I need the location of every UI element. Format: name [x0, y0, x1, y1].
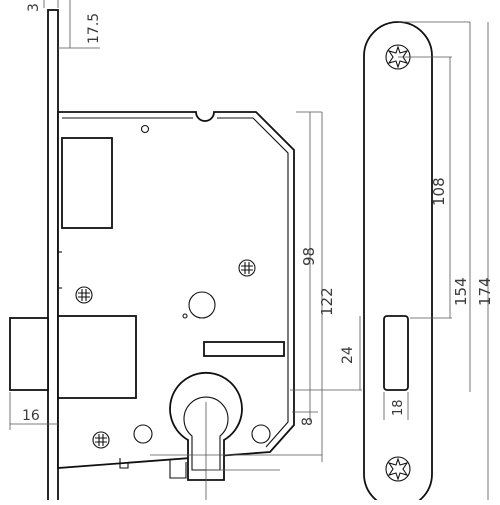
dim-18: 18: [391, 399, 406, 416]
dim-17-5: 17.5: [86, 13, 102, 44]
dim-24: 24: [340, 346, 356, 364]
internal-slot: [203, 341, 285, 357]
dead-bolt: [9, 315, 137, 399]
dim-122: 122: [318, 287, 336, 316]
dim-108: 108: [430, 177, 448, 206]
dimension-lines: [9, 0, 489, 500]
screw-middle-left: [75, 286, 93, 304]
faceplate: [363, 21, 433, 505]
follower-hole: [182, 291, 216, 319]
screw-lower-left: [92, 431, 110, 449]
dim-154: 154: [452, 277, 470, 306]
forend-plate: [47, 9, 59, 505]
dim-8: 8: [300, 417, 316, 426]
latch-bolt: [58, 137, 113, 289]
dimension-labels: 3 17.5 16 98 122 24 8 108 154 174 18: [22, 3, 494, 426]
bottom-tabs: [119, 458, 187, 479]
faceplate-screw-bottom: [385, 456, 411, 482]
screw-upper-right: [238, 259, 256, 277]
dim-98: 98: [300, 247, 318, 266]
dim-16: 16: [22, 408, 40, 424]
dim-3: 3: [26, 3, 42, 12]
lower-hole-right: [251, 424, 271, 444]
lower-hole-left: [133, 424, 153, 444]
dim-174: 174: [476, 277, 494, 306]
